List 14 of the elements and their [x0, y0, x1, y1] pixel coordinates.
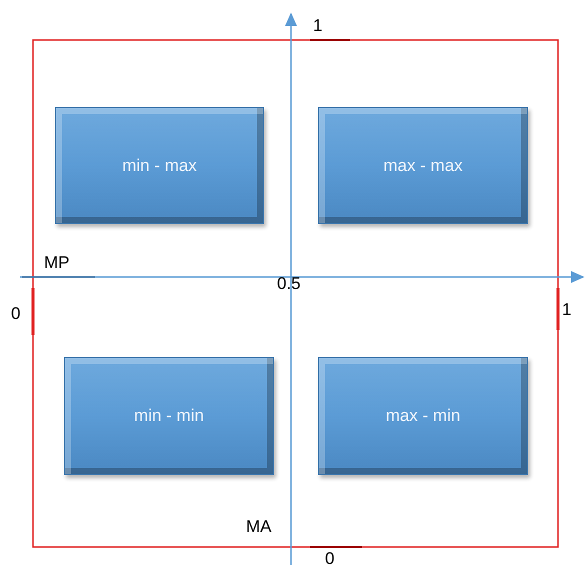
- axis-value: 0: [11, 304, 20, 324]
- quadrant-label: min - max: [122, 156, 197, 176]
- axis-value: 1: [562, 300, 572, 320]
- axis-title: MP: [44, 253, 70, 273]
- quadrant-box: [64, 357, 274, 475]
- quadrant-label: min - min: [134, 406, 204, 426]
- quadrant-box: [55, 107, 264, 224]
- quadrant-label: max - min: [386, 406, 460, 426]
- axis-value: 1: [313, 16, 322, 36]
- axis-title: MA: [246, 517, 272, 537]
- quadrant-box: [318, 107, 528, 224]
- quadrant-label: max - max: [383, 156, 463, 176]
- axis-value: 0: [325, 549, 334, 565]
- quadrant-box: [318, 357, 528, 475]
